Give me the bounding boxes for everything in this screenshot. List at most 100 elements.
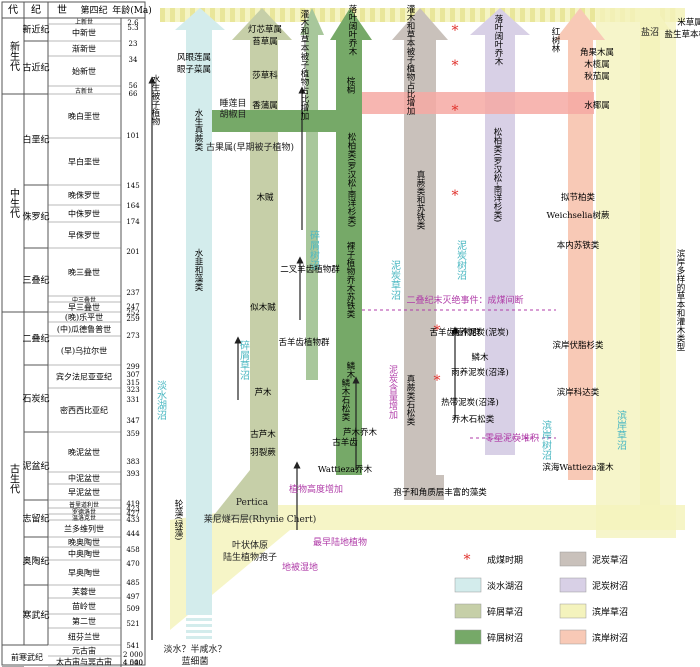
item-mire_forest: 鳞木 — [471, 352, 489, 363]
age-label: 331 — [126, 396, 139, 404]
annotation: 古果属(早期被子植物) — [206, 141, 294, 153]
age-label: 315 — [126, 379, 139, 387]
item-freshwater_lake: 水生被子植物 — [150, 74, 160, 127]
epoch-label: 中新世 — [72, 28, 96, 38]
legend-label: 滨岸树沼 — [592, 632, 628, 644]
item-salt_forest: 木榄属 — [584, 59, 610, 70]
age-label: 485 — [126, 579, 139, 587]
item-peat_swamp_herb: 苔草属 — [252, 36, 278, 47]
legend-label: 滨岸草沼 — [592, 606, 628, 618]
item-peat_swamp_herb: 古芦木 — [250, 429, 276, 440]
item-mire_herb: 乔木石松类 — [452, 414, 495, 425]
legend-swatch — [559, 551, 587, 567]
age-label: 66 — [129, 90, 138, 98]
epoch-label: 芙蓉世 — [72, 587, 96, 597]
annotation: 睡莲目 — [219, 97, 246, 109]
epoch-label: 兰多维列世 — [64, 524, 104, 534]
period-label: 侏罗纪 — [22, 211, 49, 223]
age-label: 509 — [126, 605, 139, 613]
item-peat_swamp_forest: 鳞木石松类 — [340, 378, 350, 422]
item-peat_swamp_herb: 香蒲属 — [252, 100, 278, 111]
item-salt_forest: 角果木属 — [580, 47, 614, 58]
age-label: 458 — [126, 546, 139, 554]
item-peat_swamp_herb: 灯芯草属 — [248, 24, 282, 35]
annotation: 最早陆地植物 — [313, 536, 367, 548]
epoch-label: 中奥陶世 — [68, 549, 100, 559]
epoch-label: 古新世 — [75, 87, 93, 95]
period-label: 三叠纪 — [22, 274, 49, 286]
epoch-label: 太古宙与冥古宙 — [56, 657, 112, 667]
item-salt_marsh: 滨岸多样的草本和灌木类型 — [675, 248, 685, 351]
age-label: 2.6 — [127, 19, 139, 27]
peat-herb-title: 碎屑草沼 — [238, 339, 250, 381]
age-label: 237 — [126, 289, 139, 297]
era-label: 新生代 — [8, 40, 20, 72]
age-label: 299 — [126, 363, 139, 371]
coal-forming-stars: ****** — [434, 23, 459, 389]
epoch-label: 中侏罗世 — [68, 209, 100, 219]
epoch-label: 温洛克世 — [72, 514, 96, 522]
coal-star: * — [434, 373, 441, 389]
age-label: 174 — [126, 218, 140, 226]
era-label: 古生代 — [8, 462, 20, 494]
item-peat_swamp_forest: 落叶阔叶乔木 — [347, 4, 357, 57]
item-mire_herb: 热带泥炭(沼泽) — [441, 397, 499, 408]
age-label: 541 — [126, 642, 139, 650]
item-peat_swamp_forest: 松柏类(罗汉松-南洋杉类) — [346, 132, 357, 227]
annotation: 叶状体原 — [232, 539, 268, 551]
age-label: 433 — [126, 516, 139, 524]
epoch-label: 晚侏罗世 — [68, 190, 100, 200]
header-era: 代 — [8, 4, 18, 16]
legend-label: 淡水湖沼 — [487, 580, 523, 592]
age-label: 419 — [126, 500, 139, 508]
item-mire_forest: 松柏类(罗汉松-南洋杉类) — [492, 127, 503, 222]
period-label: 白垩纪 — [22, 134, 49, 146]
age-label: 4 000 — [123, 659, 143, 667]
item-salt_forest: 秋茄属 — [584, 71, 610, 82]
epoch-label: 密西西比亚纪 — [60, 405, 108, 415]
epoch-label: 晚三叠世 — [68, 267, 100, 277]
epoch-label: 宾夕法尼亚亚纪 — [56, 372, 112, 382]
header-epoch: 世 — [57, 4, 67, 16]
annotation: 二叠纪末灭绝事件：成煤间断 — [406, 294, 523, 306]
annotation: 莱尼燧石层(Rhynie Chert) — [204, 513, 316, 525]
epoch-label: 纽芬兰世 — [68, 632, 100, 642]
epoch-label: 早三叠世 — [68, 302, 100, 312]
age-label: 164 — [126, 202, 140, 210]
item-mire_herb: 真蕨类和苏铁类 — [415, 170, 425, 231]
mire-forest-title: 泥炭树沼 — [455, 239, 467, 281]
header-age: 年龄(Ma) — [112, 4, 152, 16]
legend-label: 碎屑草沼 — [487, 606, 523, 618]
annotation: 零星泥炭堆积 — [485, 432, 539, 444]
item-mire_herb: 孢子和角质层丰富的藻类 — [393, 487, 487, 498]
coal-star: * — [452, 23, 459, 39]
item-mire_forest: 雨养泥炭(沼泽) — [451, 367, 509, 378]
age-label: 359 — [126, 430, 139, 438]
item-peat_swamp_forest: Wattieza乔木 — [318, 464, 373, 475]
era-label: 前寒武纪 — [11, 652, 43, 662]
coal-star: * — [452, 188, 459, 204]
item-mire_herb: 雨养泥炭(泥炭) — [451, 327, 509, 338]
age-label: 5.3 — [127, 24, 138, 32]
age-label: 23 — [129, 40, 138, 48]
item-salt_marsh: 米草属 — [677, 17, 700, 28]
salt-forest-title: 滨岸树沼 — [540, 419, 552, 461]
age-label: 2 000 — [123, 651, 143, 659]
period-label: 奥陶纪 — [22, 555, 49, 567]
epoch-label: 第二世 — [72, 616, 96, 626]
annotation: 盐沼 — [641, 26, 659, 38]
epoch-label: 晚奥陶世 — [68, 537, 100, 547]
epoch-label: 早泥盆世 — [68, 487, 100, 497]
age-label: 444 — [126, 530, 140, 538]
item-peat_swamp_forest: 鳞木 — [345, 361, 355, 380]
item-peat_swamp_herb: 风眼莲属 — [177, 52, 211, 63]
item-peat_swamp_herb: 芦木乔木 — [343, 427, 378, 438]
item-peat_swamp_forest: 裸子植物乔木苏铁类 — [345, 241, 355, 319]
epoch-label: 始新世 — [72, 66, 96, 76]
peat-mire-herb-column — [392, 8, 448, 500]
period-label: 二叠纪 — [22, 333, 49, 345]
peat-mire-forest-column — [470, 8, 530, 455]
coal-star: * — [452, 58, 459, 74]
period-label: 泥盆纪 — [22, 460, 49, 472]
